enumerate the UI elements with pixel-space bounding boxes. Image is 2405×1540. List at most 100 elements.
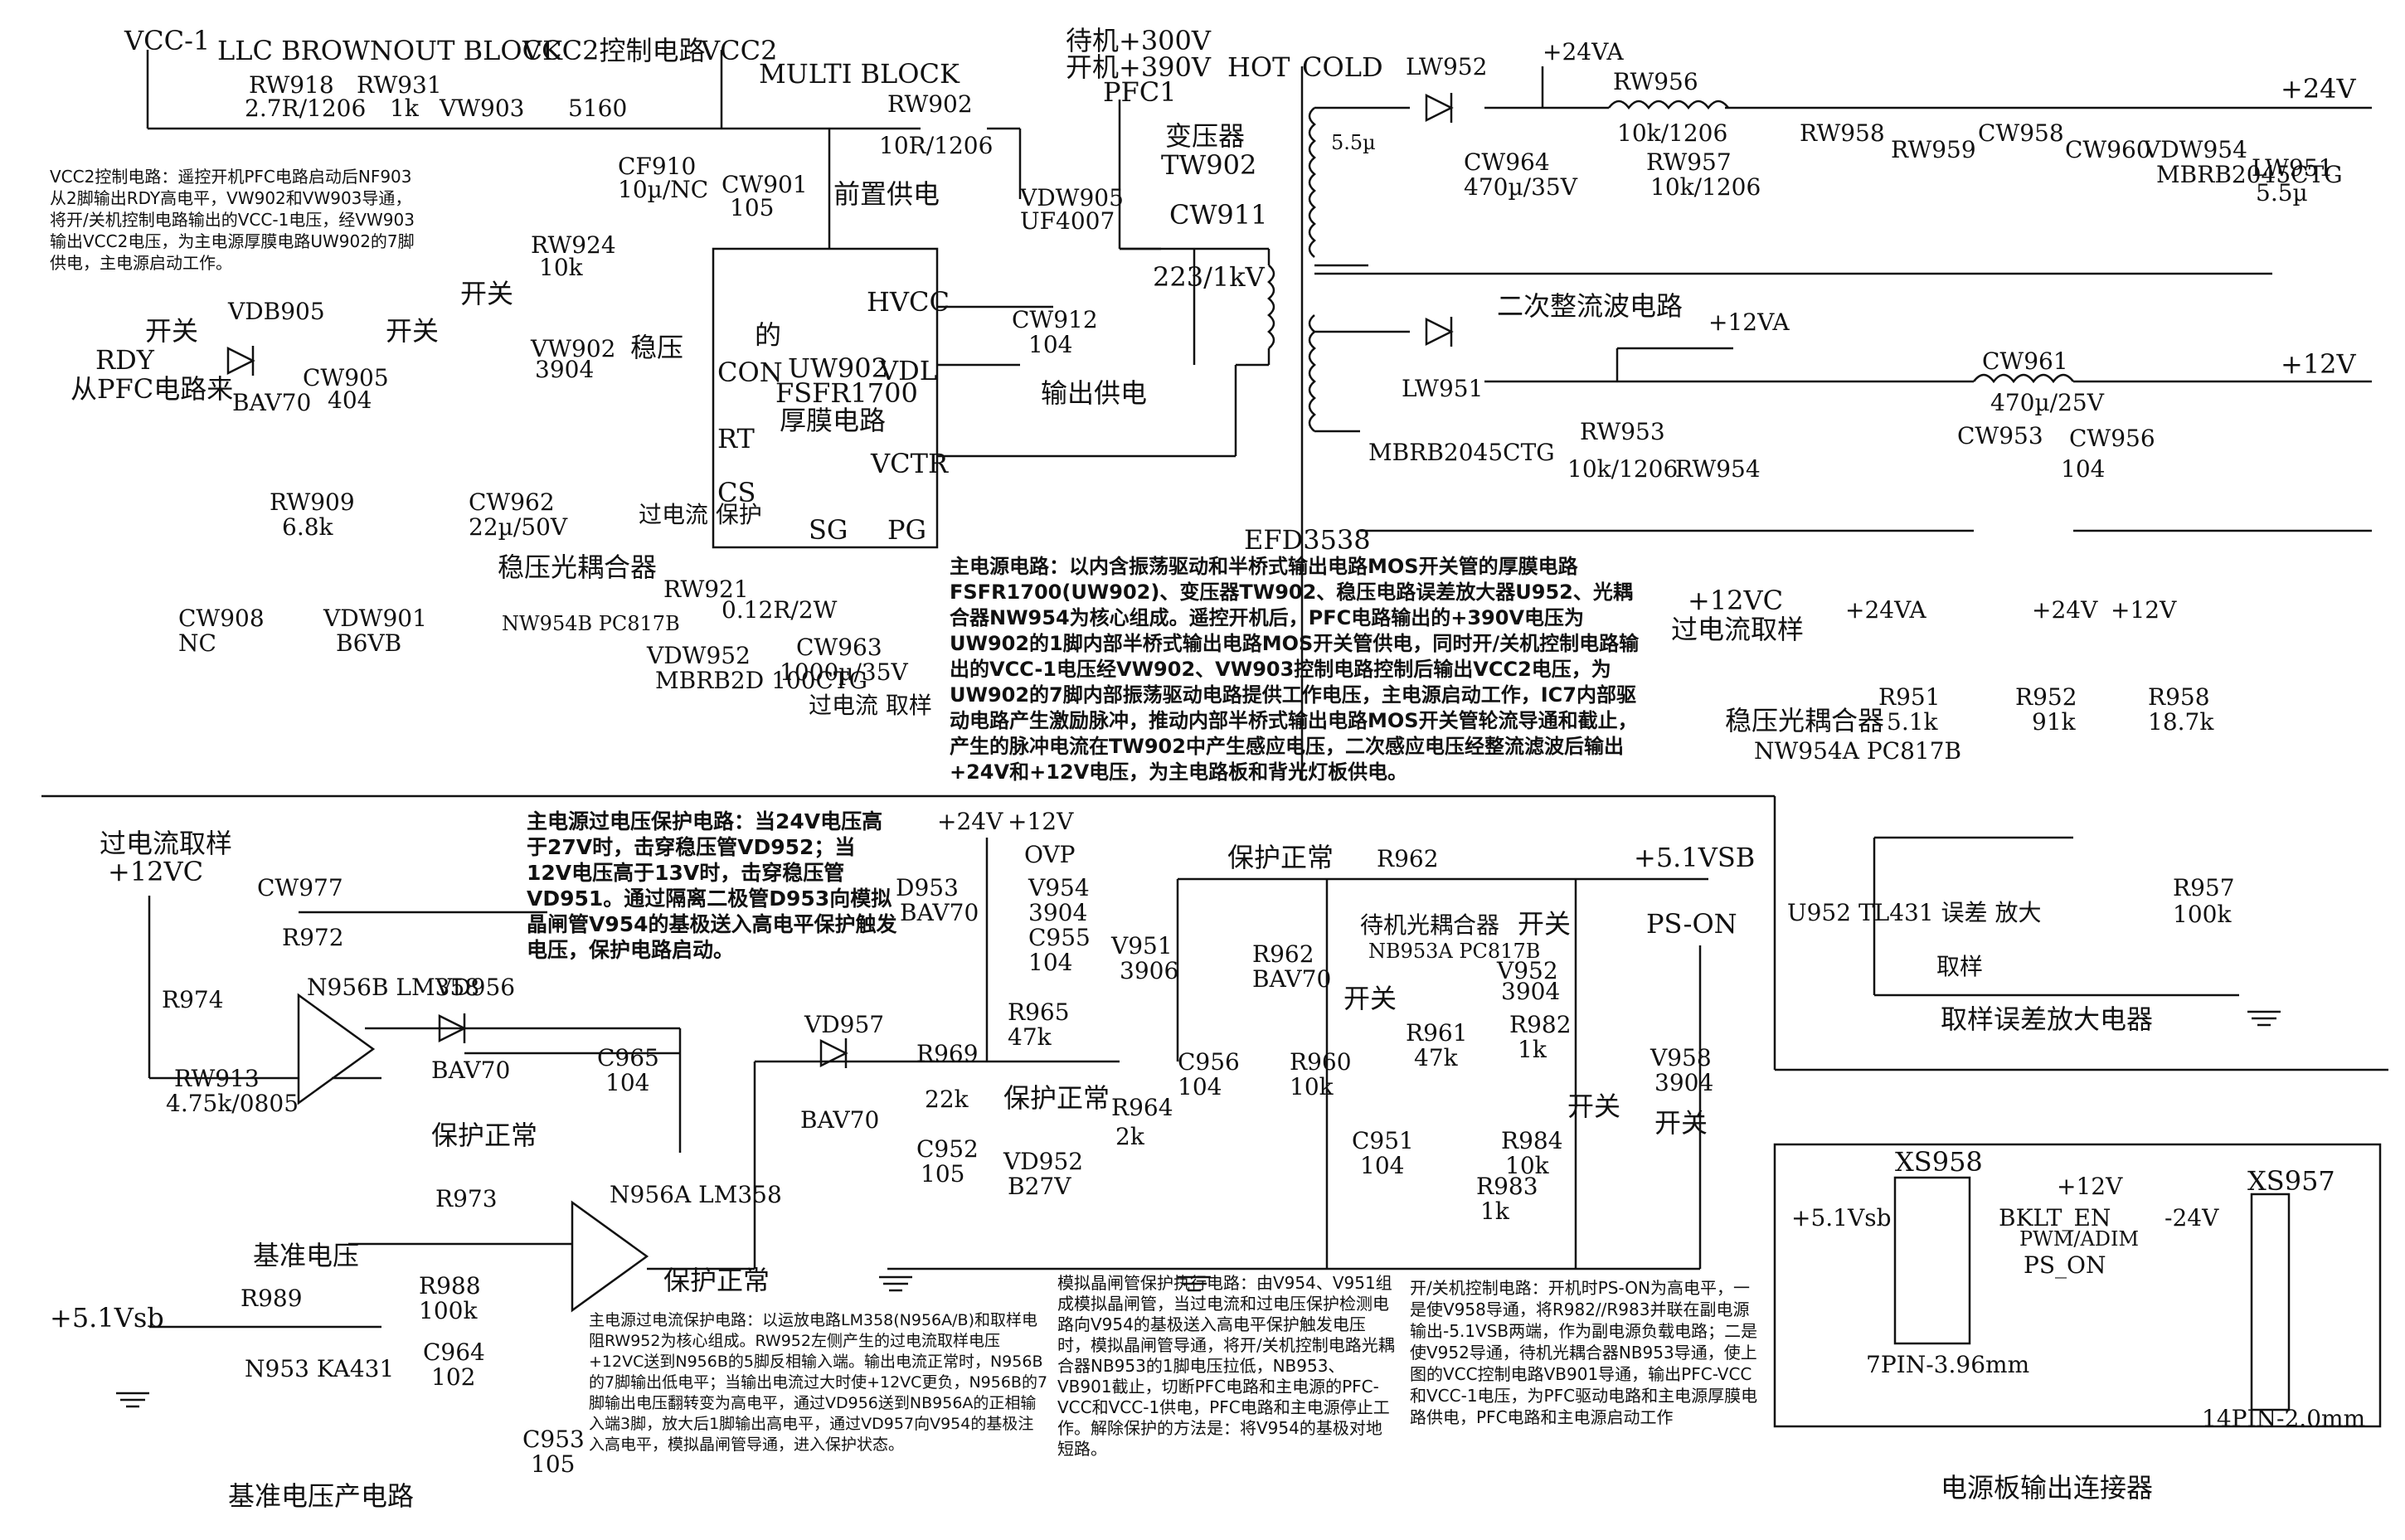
cw901-val: 105 xyxy=(730,194,774,221)
rdy-source: 从PFC电路来 xyxy=(70,373,233,405)
standby-opto-label: 待机光耦合器 xyxy=(1360,911,1499,939)
cw977-ref: CW977 xyxy=(257,874,343,901)
cw912-ref: CW912 xyxy=(1012,306,1098,333)
ic-pin-rt: RT xyxy=(717,423,756,454)
ocp-sample-label: 过电流 取样 xyxy=(809,692,932,719)
rw959-ref: CW960 xyxy=(2065,136,2151,163)
switch-label-1: 开关 xyxy=(145,315,198,347)
cw964-ref: RW957 xyxy=(1646,148,1732,176)
lw952-ref: RW956 xyxy=(1613,68,1698,95)
r981-ref: V958 xyxy=(1649,1044,1712,1071)
rw955-ref: CW953 xyxy=(1957,422,2043,449)
on-voltage: 开机+390V xyxy=(1066,51,1212,83)
rw910-val: MBRB2D 100CTG xyxy=(655,667,867,694)
err-amp-label: 取样误差放大电器 xyxy=(1941,1003,2153,1035)
ref-gen-label: 基准电压产电路 xyxy=(228,1480,414,1512)
r960-ref: R961 xyxy=(1406,1019,1468,1047)
rw956-ref: RW958 xyxy=(1800,119,1885,147)
r951-ref: R951 xyxy=(1878,683,1941,711)
switch-lower-4: 开关 xyxy=(1654,1107,1708,1139)
v958-ref: R984 xyxy=(1501,1127,1563,1154)
r952-ref: R952 xyxy=(2015,683,2077,711)
conn-v51: +5.1Vsb xyxy=(1791,1204,1892,1232)
rw924-ref: RW924 xyxy=(531,231,616,259)
vcc2-block-label: VCC2控制电路 xyxy=(522,35,705,66)
r957-val: 100k xyxy=(2173,901,2232,928)
conn-m24: -24V xyxy=(2164,1204,2219,1232)
rw957-ref: RW959 xyxy=(1891,136,1976,163)
r957-ref: R957 xyxy=(2173,874,2235,901)
v24v-label: +24V xyxy=(2281,73,2357,104)
rw923-val: 22µ/50V xyxy=(469,513,568,541)
pin7-label: 7PIN-3.96mm xyxy=(1866,1351,2029,1378)
r969-val: 22k xyxy=(925,1086,969,1113)
c965-ref: C965 xyxy=(597,1044,659,1071)
vdw954-ref: LW951 xyxy=(1402,375,1483,402)
r988-ref: R988 xyxy=(419,1272,481,1300)
vdw952-val: 5.5µ xyxy=(1331,131,1376,154)
cw906-val: 0.12R/2W xyxy=(722,596,838,624)
switch-lower-3: 开关 xyxy=(1567,1091,1620,1122)
ovp-12v: +12V xyxy=(1008,808,1074,835)
ic-name: 厚膜电路 xyxy=(780,405,886,436)
multi-block-label: MULTI BLOCK xyxy=(759,58,960,90)
rw918-val: 2.7R/1206 xyxy=(245,95,366,122)
cold-label: COLD xyxy=(1302,51,1383,83)
r972-ref: R972 xyxy=(282,924,344,951)
rw902-ref: RW902 xyxy=(887,90,973,118)
vw903-val: 5160 xyxy=(568,95,627,122)
err-v24va: +24VA xyxy=(1845,596,1926,624)
vd955-ref: V952 xyxy=(1496,957,1558,984)
r961-ref: C951 xyxy=(1352,1127,1414,1154)
rw911-val: NC xyxy=(178,629,216,657)
vd957-ref: VD957 xyxy=(804,1011,884,1038)
r960-val: 47k xyxy=(1414,1044,1459,1071)
cw963-ref: CW964 xyxy=(1464,148,1550,176)
sec-rect-label: 二次整流波电路 xyxy=(1497,290,1683,322)
ic-pin-con: CON xyxy=(717,357,783,388)
prot-normal-1: 保护正常 xyxy=(431,1120,537,1151)
ic-pin-hvcc: HVCC xyxy=(867,286,950,318)
nb953-label: NB953A PC817B xyxy=(1368,940,1540,963)
vdb905-val: BAV70 xyxy=(232,389,311,416)
rdy-label: RDY xyxy=(95,344,155,376)
pfc1-label: PFC1 xyxy=(1103,76,1177,108)
v51-right: +5.1VSB xyxy=(1634,842,1755,873)
cw911-val: 223/1kV xyxy=(1153,261,1266,293)
n956a-label: N956A LM358 xyxy=(610,1181,782,1208)
r958-val: 18.7k xyxy=(2148,708,2214,736)
rw958-ref: CW958 xyxy=(1978,119,2064,147)
r965-ref: VD952 xyxy=(1003,1148,1083,1175)
c952-val: 105 xyxy=(921,1160,964,1188)
out-supply-label: 输出供电 xyxy=(1041,377,1147,409)
transformer-ref: TW902 xyxy=(1161,149,1256,181)
cw964-val: 10k/1206 xyxy=(1650,173,1761,201)
rw902-val: 10R/1206 xyxy=(879,132,993,159)
c951-val: 1k xyxy=(1480,1198,1510,1225)
r951-val: 5.1k xyxy=(1887,708,1939,736)
hot-label: HOT xyxy=(1227,51,1290,83)
rw911-ref: CW908 xyxy=(178,605,265,632)
v12vc-top: +12VC xyxy=(1688,585,1783,616)
c964-val: 102 xyxy=(431,1363,475,1391)
r974-ref: R974 xyxy=(162,986,224,1013)
cw911-ref: CW911 xyxy=(1169,199,1267,231)
cw954-ref: CW956 xyxy=(2069,425,2155,452)
d953-ref: C955 xyxy=(1028,924,1091,951)
c955-val: 2k xyxy=(1115,1123,1145,1150)
rw921-val: 1000µ/35V xyxy=(780,658,909,686)
vdb905-ref: VDB905 xyxy=(227,298,325,325)
nw954b-label: NW954B PC817B xyxy=(502,612,680,635)
ic-pin-vctr: VCTR xyxy=(870,448,949,479)
r983-ref: R982 xyxy=(1509,1011,1572,1038)
c955-ref: R964 xyxy=(1111,1094,1173,1121)
r973-ref: R973 xyxy=(435,1185,498,1212)
n953-label: N953 KA431 xyxy=(245,1355,394,1382)
c956-val: 3906 xyxy=(1120,957,1178,984)
c953-val: 105 xyxy=(531,1450,575,1478)
vw902-val: 3904 xyxy=(535,356,594,383)
switch-lower-2: 开关 xyxy=(1343,983,1397,1014)
cw906-ref: RW921 xyxy=(663,576,749,603)
cw905-val: 404 xyxy=(328,386,372,414)
